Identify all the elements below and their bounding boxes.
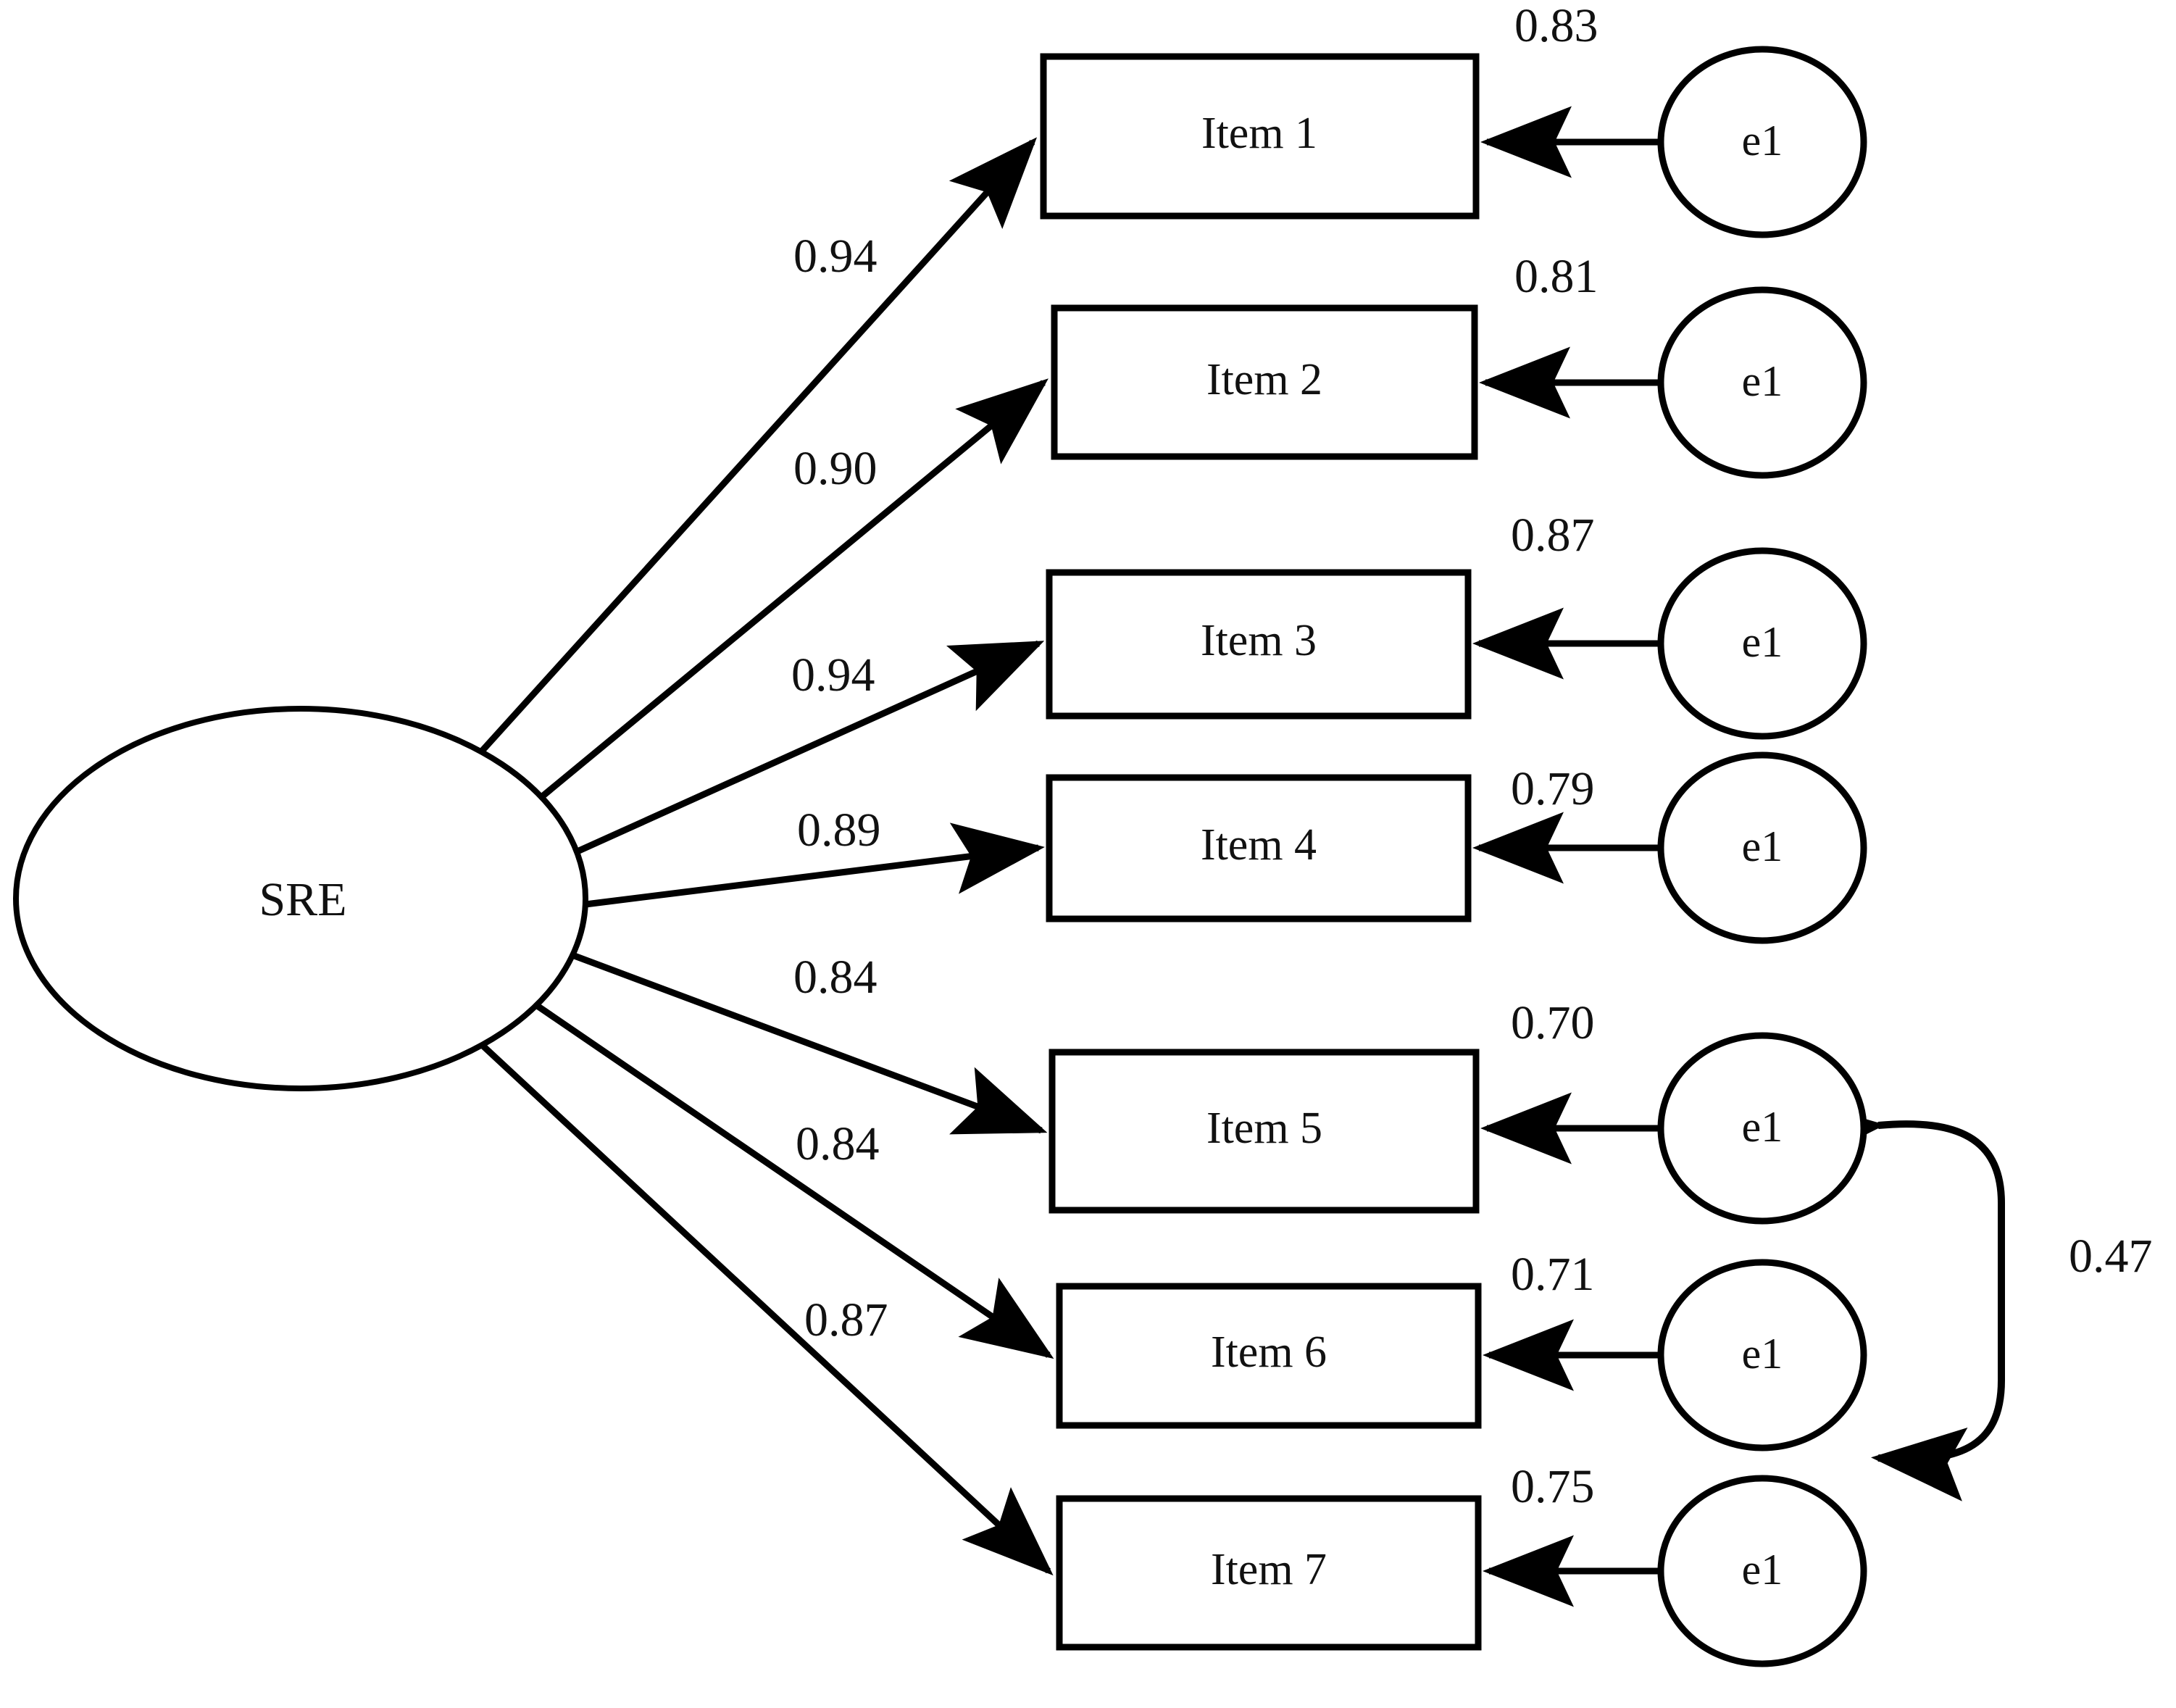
- error-ellipse-item4-label: e1: [1742, 822, 1783, 870]
- correlation-curve: [1788, 1096, 2005, 1501]
- error-ellipse-item1[interactable]: e1: [1657, 46, 1867, 238]
- error-ellipse-item3-label: e1: [1742, 618, 1783, 666]
- loading-label-item3: 0.94: [791, 649, 875, 701]
- loading-label-item6: 0.84: [796, 1117, 880, 1170]
- error-variance-label-item1: 0.83: [1514, 0, 1598, 52]
- item-box-6-label: Item 6: [1211, 1328, 1327, 1377]
- item-box-6[interactable]: Item 6: [1056, 1283, 1482, 1429]
- error-ellipse-item4[interactable]: e1: [1657, 751, 1867, 944]
- loading-path-item2: [530, 378, 1049, 807]
- correlation-label-e5-e7: 0.47: [2069, 1230, 2153, 1283]
- error-variance-label-item3: 0.87: [1511, 509, 1595, 562]
- error-ellipse-item3[interactable]: e1: [1657, 547, 1867, 740]
- error-ellipse-item6[interactable]: e1: [1657, 1259, 1867, 1451]
- loading-path-item1: [475, 137, 1038, 758]
- loading-path-item4: [585, 822, 1045, 908]
- item-box-1[interactable]: Item 1: [1040, 53, 1480, 220]
- item-box-2[interactable]: Item 2: [1051, 304, 1478, 460]
- latent-ellipse-sre[interactable]: SRE: [13, 706, 588, 1091]
- loading-path-item5: [571, 951, 1048, 1135]
- loading-label-item5: 0.84: [793, 951, 878, 1004]
- error-ellipses-group: e1 e1 e1 e1 e1 e1: [1657, 46, 1867, 1667]
- item-boxes-group: Item 1 Item 2 Item 3 Item 4 Item 5 Item …: [1040, 53, 1482, 1651]
- loading-path-item7: [478, 1041, 1054, 1576]
- error-ellipse-item2[interactable]: e1: [1657, 286, 1867, 479]
- correlation-path-e5-e7: [1788, 1096, 2005, 1501]
- error-variance-label-item6: 0.71: [1511, 1248, 1595, 1301]
- item-box-7-label: Item 7: [1211, 1545, 1327, 1594]
- loading-paths-group: [475, 137, 1054, 1576]
- loading-label-item1: 0.94: [793, 230, 878, 283]
- loading-label-item4: 0.89: [797, 804, 881, 857]
- error-variance-labels-group: 0.83 0.81 0.87 0.79 0.70 0.71 0.75: [1511, 0, 1598, 1513]
- error-ellipse-item1-label: e1: [1742, 117, 1783, 164]
- item-box-1-label: Item 1: [1201, 109, 1317, 158]
- error-ellipse-item5-label: e1: [1742, 1103, 1783, 1151]
- error-ellipse-item2-label: e1: [1742, 357, 1783, 405]
- item-box-7[interactable]: Item 7: [1056, 1495, 1482, 1651]
- item-box-5-label: Item 5: [1206, 1104, 1322, 1153]
- item-box-5[interactable]: Item 5: [1049, 1049, 1480, 1214]
- error-ellipse-item5[interactable]: e1: [1657, 1032, 1867, 1225]
- loading-path-item6: [532, 1001, 1054, 1359]
- loading-path-item3: [571, 640, 1045, 857]
- error-ellipse-item6-label: e1: [1742, 1330, 1783, 1378]
- item-box-3[interactable]: Item 3: [1046, 569, 1472, 720]
- item-box-4-label: Item 4: [1201, 820, 1317, 870]
- item-box-2-label: Item 2: [1206, 355, 1322, 404]
- loading-label-item7: 0.87: [804, 1294, 888, 1346]
- loading-label-item2: 0.90: [793, 442, 878, 495]
- error-variance-label-item7: 0.75: [1511, 1460, 1595, 1513]
- error-variance-label-item2: 0.81: [1514, 250, 1598, 303]
- loading-labels-group: 0.94 0.90 0.94 0.89 0.84 0.84 0.87: [791, 230, 888, 1346]
- latent-ellipse-sre-label: SRE: [259, 873, 346, 926]
- error-ellipse-item7[interactable]: e1: [1657, 1475, 1867, 1667]
- error-variance-label-item5: 0.70: [1511, 996, 1595, 1049]
- error-variance-label-item4: 0.79: [1511, 762, 1595, 815]
- error-ellipse-item7-label: e1: [1742, 1546, 1783, 1594]
- item-box-3-label: Item 3: [1201, 616, 1317, 665]
- error-paths-group: [1472, 106, 1661, 1607]
- item-box-4[interactable]: Item 4: [1046, 774, 1472, 922]
